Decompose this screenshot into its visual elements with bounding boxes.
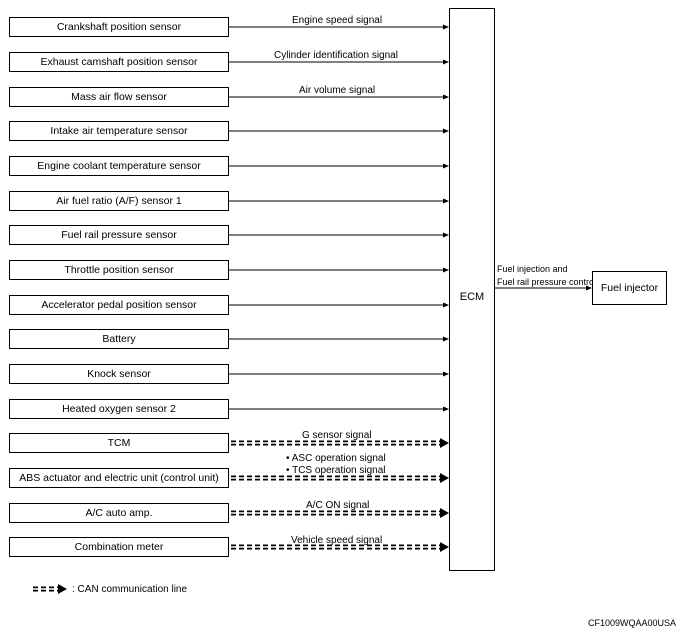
- arrow-head: [443, 406, 449, 412]
- arrow-head: [443, 336, 449, 342]
- battery-box: Battery: [9, 329, 229, 349]
- output-arrow-head: [586, 285, 592, 291]
- combination-meter-box: Combination meter: [9, 537, 229, 557]
- asc-operation-signal-label: • ASC operation signal: [286, 453, 386, 464]
- can-arrow-head: [440, 542, 449, 552]
- fuel-rail-pressure-sensor-box: Fuel rail pressure sensor: [9, 225, 229, 245]
- tcm-box: TCM: [9, 433, 229, 453]
- ac-on-signal-label: A/C ON signal: [306, 500, 370, 511]
- fuel-rail-pressure-control-label: Fuel rail pressure control: [497, 277, 597, 287]
- heated-oxygen-sensor-2-box: Heated oxygen sensor 2: [9, 399, 229, 419]
- cylinder-identification-signal-label: Cylinder identification signal: [274, 50, 398, 61]
- legend-arrow-head: [58, 584, 67, 594]
- ecm-box: ECM: [449, 8, 495, 571]
- arrow-head: [443, 128, 449, 134]
- can-arrow-head: [440, 508, 449, 518]
- ac-auto-amp-box: A/C auto amp.: [9, 503, 229, 523]
- air-volume-signal-label: Air volume signal: [299, 85, 376, 96]
- accelerator-pedal-position-sensor-box: Accelerator pedal position sensor: [9, 295, 229, 315]
- tcs-operation-signal-label: • TCS operation signal: [286, 465, 386, 476]
- fuel-injector-box: Fuel injector: [592, 271, 667, 305]
- vehicle-speed-signal-label: Vehicle speed signal: [291, 535, 383, 546]
- g-sensor-signal-label: G sensor signal: [302, 430, 372, 441]
- arrow-head: [443, 59, 449, 65]
- arrow-head: [443, 94, 449, 100]
- arrow-head: [443, 163, 449, 169]
- mass-air-flow-sensor-box: Mass air flow sensor: [9, 87, 229, 107]
- crankshaft-position-sensor-box: Crankshaft position sensor: [9, 17, 229, 37]
- air-fuel-ratio-sensor-box: Air fuel ratio (A/F) sensor 1: [9, 191, 229, 211]
- arrow-head: [443, 24, 449, 30]
- exhaust-camshaft-position-sensor-box: Exhaust camshaft position sensor: [9, 52, 229, 72]
- legend-label: : CAN communication line: [72, 584, 188, 595]
- can-arrow-head: [440, 438, 449, 448]
- arrow-head: [443, 267, 449, 273]
- abs-actuator-box: ABS actuator and electric unit (control …: [9, 468, 229, 488]
- figure-code: CF1009WQAA00USA: [587, 618, 676, 628]
- arrow-head: [443, 198, 449, 204]
- intake-air-temperature-sensor-box: Intake air temperature sensor: [9, 121, 229, 141]
- arrow-head: [443, 371, 449, 377]
- fuel-injection-label: Fuel injection and: [497, 264, 568, 274]
- engine-coolant-temperature-sensor-box: Engine coolant temperature sensor: [9, 156, 229, 176]
- knock-sensor-box: Knock sensor: [9, 364, 229, 384]
- arrow-head: [443, 302, 449, 308]
- arrow-head: [443, 232, 449, 238]
- engine-speed-signal-label: Engine speed signal: [292, 15, 383, 26]
- ecm-label: ECM: [459, 291, 485, 303]
- throttle-position-sensor-box: Throttle position sensor: [9, 260, 229, 280]
- can-arrow-head: [440, 473, 449, 483]
